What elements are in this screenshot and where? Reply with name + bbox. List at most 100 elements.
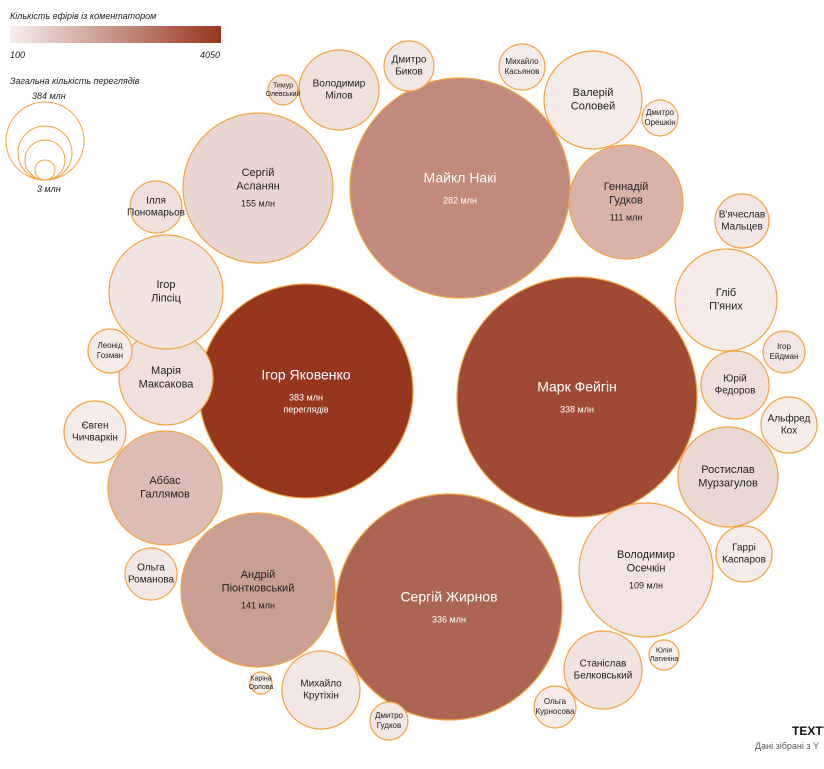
bubble-circle[interactable] <box>87 328 133 374</box>
bubble-name: Ігор Яковенко <box>261 367 350 383</box>
bubble-name: Осечкін <box>627 562 666 574</box>
color-legend-bar <box>10 26 221 43</box>
bubble-circle[interactable] <box>641 99 679 137</box>
bubble-name: Сергій Жирнов <box>400 589 497 605</box>
bubble-circle[interactable] <box>700 350 770 420</box>
bubble-name: Федоров <box>715 386 756 397</box>
bubble-name: П'яних <box>709 300 743 312</box>
bubble-name: Кох <box>781 426 797 437</box>
bubble-name: Ігор <box>156 279 175 291</box>
bubble-circle[interactable] <box>267 74 299 106</box>
bubble-circle[interactable] <box>578 502 714 638</box>
bubble-circle[interactable] <box>281 650 361 730</box>
bubble-circle[interactable] <box>714 193 770 249</box>
bubble-circle[interactable] <box>107 430 223 546</box>
bubble-circle[interactable] <box>648 639 680 671</box>
bubble-circle[interactable] <box>108 234 224 350</box>
bubble-name: Гаррі <box>732 543 756 554</box>
bubble-views: 109 млн <box>629 581 663 591</box>
bubble-views: 111 млн <box>610 213 643 223</box>
bubble-circle[interactable] <box>298 49 380 131</box>
bubble-views: 282 млн <box>443 195 477 205</box>
bubble-circle[interactable] <box>677 426 779 528</box>
bubble-name: Гозман <box>97 351 123 360</box>
bubble-circle[interactable] <box>198 283 414 499</box>
bubble-circle[interactable] <box>715 525 773 583</box>
bubble-circle[interactable] <box>383 40 435 92</box>
bubble-circle[interactable] <box>456 276 698 518</box>
bubble-circle[interactable] <box>129 180 183 234</box>
bubble-circle[interactable] <box>533 685 577 729</box>
bubble-circle[interactable] <box>182 112 334 264</box>
bubble-circle[interactable] <box>760 396 818 454</box>
bubble-circle[interactable] <box>498 43 546 91</box>
bubble-name: Белковський <box>574 671 633 682</box>
bubble-name: Каспаров <box>722 555 766 566</box>
bubble-circle[interactable] <box>63 400 127 464</box>
bubble-name: Латиніна <box>650 655 679 663</box>
bubble-name: Аббас <box>149 475 181 487</box>
size-legend-circle <box>5 101 85 181</box>
bubble-circle[interactable] <box>180 512 336 668</box>
bubble-circle[interactable] <box>568 144 684 260</box>
bubble-name: Крутіхін <box>303 691 339 702</box>
bubble-circle[interactable] <box>349 77 571 299</box>
bubble-views: 338 млн <box>560 404 594 414</box>
bubble-circle[interactable] <box>124 547 178 601</box>
bubble-name: Ольга <box>544 697 567 706</box>
size-legend-max: 384 млн <box>32 91 66 101</box>
color-legend-min: 100 <box>10 50 26 60</box>
bubble-circle[interactable] <box>249 671 273 695</box>
bubble-name: Гудков <box>609 194 643 206</box>
bubble-name: Мальцев <box>721 222 763 233</box>
bubble-circle[interactable] <box>674 248 778 352</box>
bubble-circle[interactable] <box>335 493 563 721</box>
bubble-circle[interactable] <box>543 50 643 150</box>
bubble-circle[interactable] <box>563 630 643 710</box>
bubble-circle[interactable] <box>762 330 806 374</box>
bubble-circle[interactable] <box>369 701 409 741</box>
bubble-name: Соловей <box>571 100 615 112</box>
bubble-name: Гудков <box>377 721 402 730</box>
bubble-name: Максакова <box>139 378 195 390</box>
bubble-name: Ілля <box>146 196 166 207</box>
bubble-name: Михайло <box>505 57 539 66</box>
size-legend-circles <box>5 101 85 181</box>
bubble-name: Геннадій <box>604 181 649 193</box>
